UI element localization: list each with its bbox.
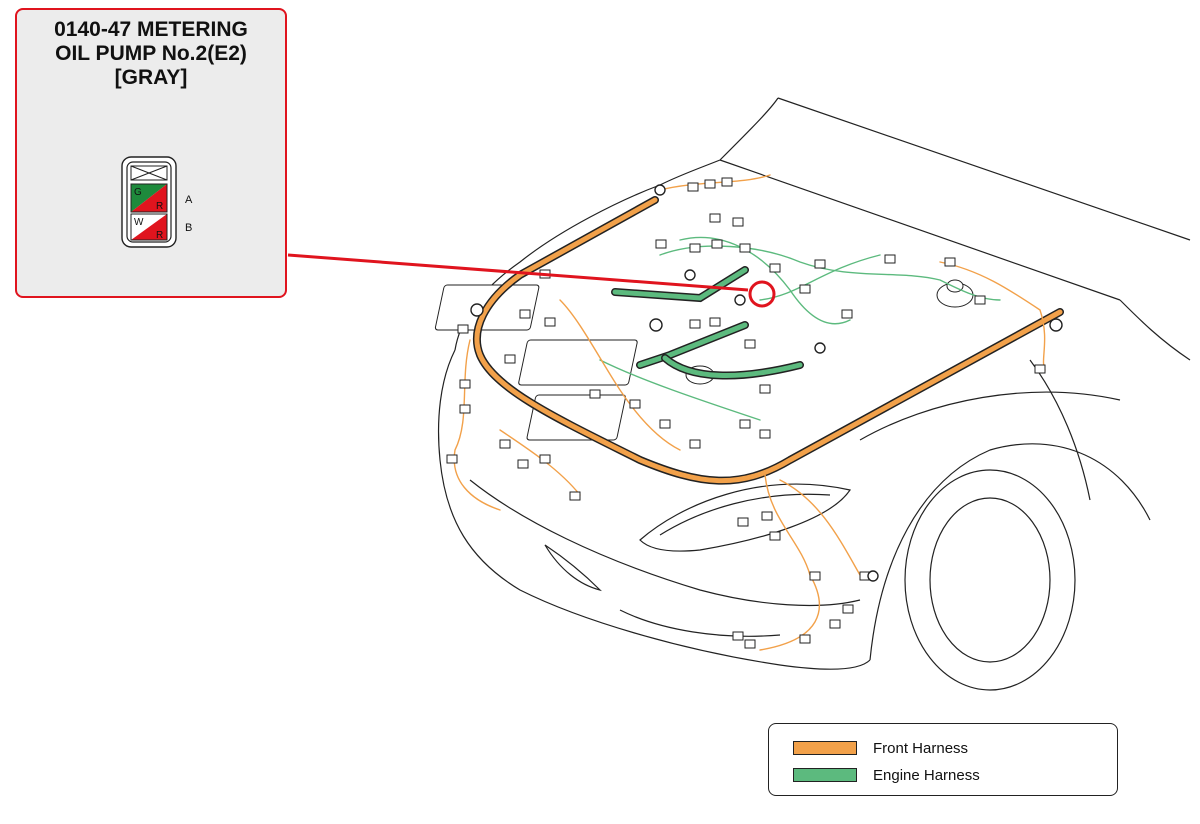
legend-swatch-front — [793, 741, 857, 755]
connector-callout: 0140-47 METERING OIL PUMP No.2(E2) [GRAY… — [15, 8, 287, 298]
pin-b-cavity: W R — [130, 213, 168, 241]
front-harness-lines — [453, 174, 1064, 651]
connector-markers — [446, 177, 1046, 649]
connector-title-line: OIL PUMP No.2(E2) — [55, 42, 247, 65]
connector-title-line: 0140-47 METERING — [54, 18, 248, 41]
pin-label-a: A — [185, 194, 193, 206]
pin-a-wire-a: G — [134, 187, 142, 198]
callout-leader — [287, 253, 776, 308]
connector-face-diagram: G R W R — [121, 156, 177, 248]
pin-a-cavity: G R — [130, 183, 168, 213]
pin-b-wire-b: R — [156, 230, 163, 241]
legend-item-front-harness: Front Harness — [793, 738, 968, 758]
harness-legend: Front Harness Engine Harness — [768, 723, 1118, 796]
connector-title: 0140-47 METERING OIL PUMP No.2(E2) [GRAY… — [17, 18, 285, 90]
pin-label-b: B — [185, 222, 193, 234]
engine-bay-components — [434, 279, 974, 441]
pin-a-wire-b: R — [156, 201, 163, 212]
connector-title-line: [GRAY] — [114, 66, 188, 89]
legend-label-engine: Engine Harness — [873, 766, 980, 784]
legend-swatch-engine — [793, 768, 857, 782]
legend-item-engine-harness: Engine Harness — [793, 765, 980, 785]
pin-b-wire-a: W — [134, 217, 144, 228]
grommets — [470, 184, 1063, 582]
legend-label-front: Front Harness — [873, 739, 969, 757]
car-outline — [437, 97, 1191, 691]
